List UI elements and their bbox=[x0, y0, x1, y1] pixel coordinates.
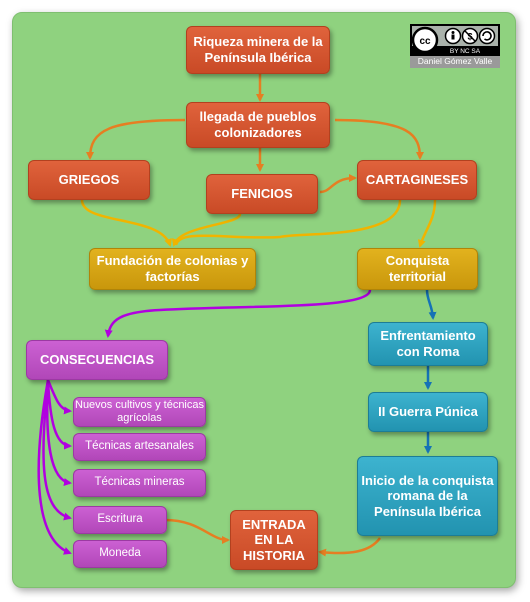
cc-icon bbox=[411, 26, 439, 54]
node-enfrentamiento-roma: Enfrentamiento con Roma bbox=[368, 322, 488, 366]
node-moneda: Moneda bbox=[73, 540, 167, 568]
node-inicio-conquista-romana: Inicio de la conquista romana de la Pení… bbox=[357, 456, 498, 536]
cc-labels: BY NC SA bbox=[450, 48, 481, 55]
node-entrada-historia: ENTRADA EN LA HISTORIA bbox=[230, 510, 318, 570]
node-riqueza-minera: Riqueza minera de la Península Ibérica bbox=[186, 26, 330, 74]
node-fundacion-colonias: Fundación de colonias y factorías bbox=[89, 248, 256, 290]
sa-icon bbox=[478, 27, 496, 45]
node-tecnicas-artesanales: Técnicas artesanales bbox=[73, 433, 206, 461]
node-llegada-colonizadores: llegada de pueblos colonizadores bbox=[186, 102, 330, 148]
node-consecuencias: CONSECUENCIAS bbox=[26, 340, 168, 380]
node-fenicios: FENICIOS bbox=[206, 174, 318, 214]
node-griegos: GRIEGOS bbox=[28, 160, 150, 200]
svg-text:cc: cc bbox=[419, 36, 431, 47]
node-cartagineses: CARTAGINESES bbox=[357, 160, 477, 200]
cc-license-badge: cc $ BY NC SA bbox=[410, 24, 500, 56]
node-nuevos-cultivos: Nuevos cultivos y técnicas agrícolas bbox=[73, 397, 206, 427]
node-segunda-guerra-punica: II Guerra Púnica bbox=[368, 392, 488, 432]
license-author: Daniel Gómez Valle bbox=[410, 56, 500, 68]
node-escritura: Escritura bbox=[73, 506, 167, 534]
node-conquista-territorial: Conquista territorial bbox=[357, 248, 478, 290]
node-tecnicas-mineras: Técnicas mineras bbox=[73, 469, 206, 497]
